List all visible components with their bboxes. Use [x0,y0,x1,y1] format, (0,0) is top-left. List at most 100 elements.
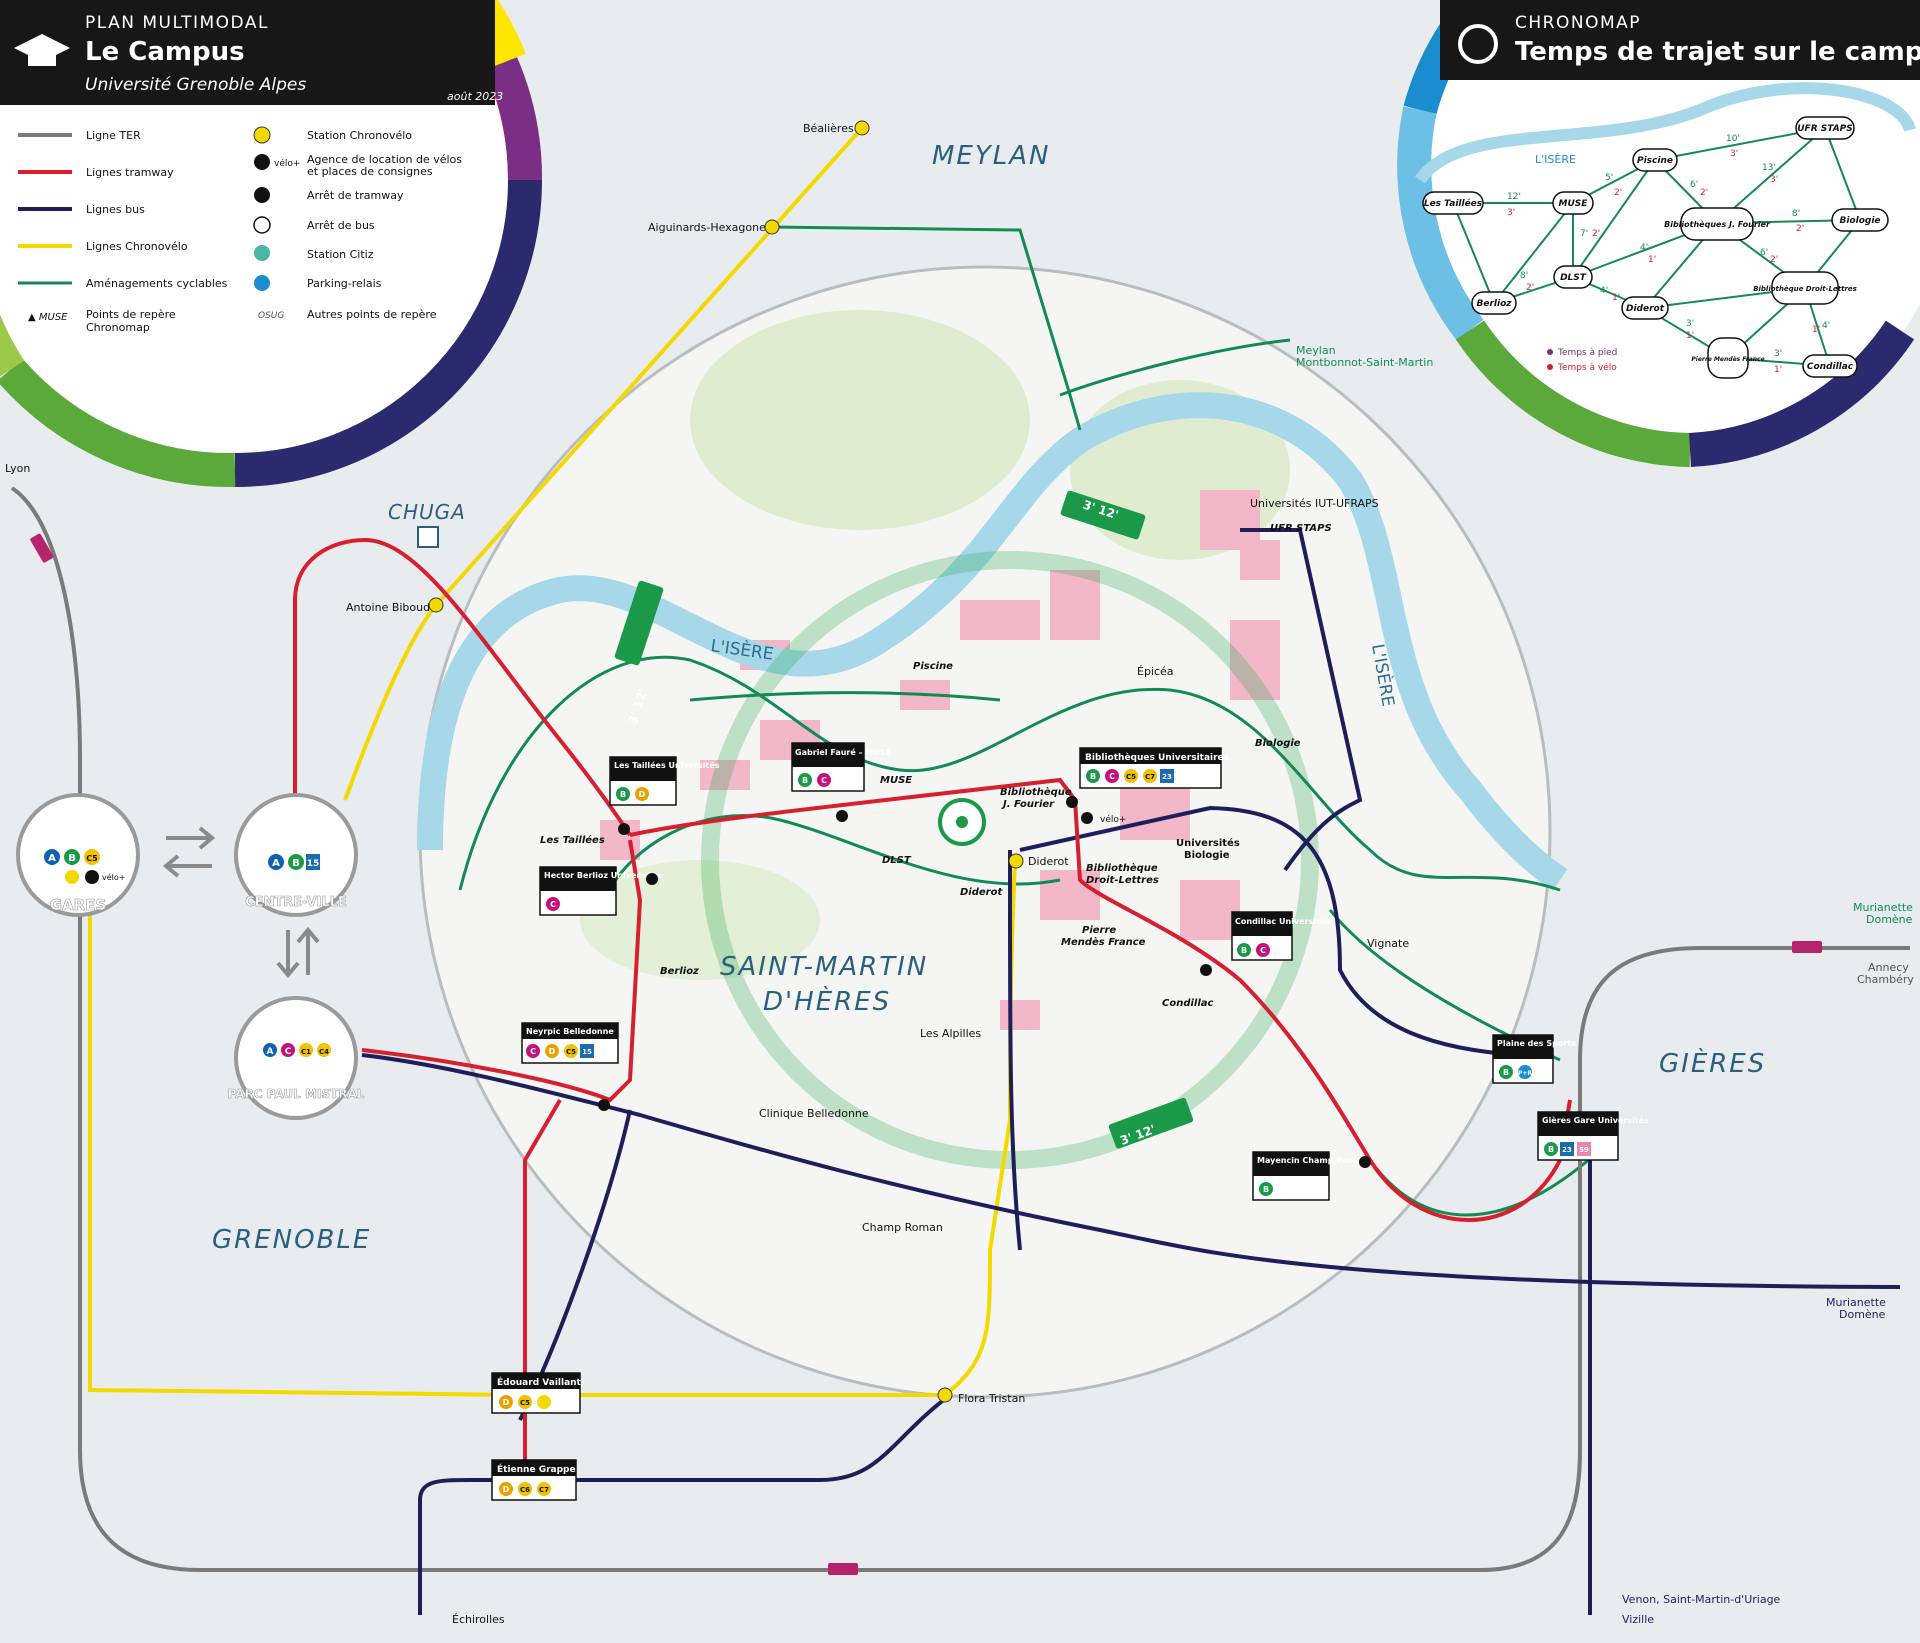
lm-lestaillees: Les Taillées [540,834,605,846]
stop-box-gieresgare[interactable] [1537,1111,1619,1161]
stop-edouard-d: D [503,1398,510,1407]
stopwatch-icon [1458,24,1498,64]
cm-bibliojf: Bibliothèques J. Fourier [1664,219,1771,229]
svg-text:6': 6' [1760,248,1768,258]
legend-cycle: Aménagements cyclables [86,277,228,290]
stop-box-etienne[interactable] [491,1459,577,1501]
lm-muse: MUSE [880,775,912,786]
stop-box-hector[interactable] [539,866,617,916]
stop-plaine-b: B [1503,1068,1509,1077]
svg-text:10': 10' [1726,134,1740,144]
label-annecy: Annecy [1868,961,1909,974]
legend-citiz: Station Citiz [307,248,374,261]
region-destinations: Meylan Montbonnot-Saint-Martin Murianett… [1296,344,1913,926]
stop-etienne-label: Étienne Grappe [497,1463,576,1475]
label-alpilles: Les Alpilles [920,1027,981,1040]
cm-dlst: DLST [1560,273,1587,283]
label-epicea: Épicéa [1137,665,1174,678]
svg-text:1': 1' [1612,293,1620,303]
svg-text:5': 5' [1605,173,1613,183]
bus-lines [361,528,1901,1615]
landmarks: UFR STAPS Piscine Biologie MUSE DLST Les… [540,523,1332,1009]
place-labels: Béalières Aiguinards-Hexagone Antoine Bi… [5,122,1409,1626]
stop-box-condillac[interactable] [1231,911,1293,961]
bus-destinations: Murianette Domène Venon, Saint-Martin-d'… [1622,1296,1886,1626]
stop-neyrpic-c: C [530,1047,536,1056]
hub-parc-line-c1: C1 [301,1048,311,1056]
header-title: Le Campus [85,37,245,67]
cm-pmf: Pierre Mendès France [1691,356,1764,363]
bike-rental-icon [254,154,270,170]
town-smh-2: D'HÈRES [763,985,891,1017]
lm-biologie: Biologie [1255,738,1301,749]
stop-mayencin-b: B [1263,1185,1269,1194]
legend-chrono-station: Station Chronovélo [307,129,412,142]
label-clinique: Clinique Belledonne [759,1107,869,1120]
town-smh-1: SAINT-MARTIN [720,952,928,982]
stop-biblio-b: B [1090,772,1096,781]
lm-diderot: Diderot [960,887,1003,898]
stop-box-gabriel[interactable] [791,742,865,792]
label-aiguinards: Aiguinards-Hexagone [648,221,766,234]
hub-cv-line-a: A [272,858,280,869]
stop-edouard-label: Édouard Vaillant [497,1376,582,1388]
stop-gieresgare-23: 23 [1562,1146,1572,1154]
stop-hector-c: C [550,900,556,909]
place-centrale [938,798,986,846]
cm-bibliodl: Bibliothèque Droit-Lettres [1753,285,1857,293]
hub-gares[interactable] [16,793,140,917]
citiz-station-icon [254,245,270,261]
stop-box-edouard[interactable] [491,1372,581,1414]
svg-text:2': 2' [1526,283,1534,293]
stop-box-neyrpic[interactable] [521,1022,619,1064]
label-echirolles: Échirolles [452,1613,505,1626]
region-destinations-grey: Annecy Chambéry [1857,961,1914,986]
label-vignate: Vignate [1367,937,1409,950]
stop-gieresgare-59: 59 [1579,1146,1589,1154]
campus-buildings [600,490,1280,1030]
lm-pmf-2: Mendès France [1061,936,1146,948]
stop-box-biblio[interactable] [1079,747,1222,789]
svg-text:2': 2' [1796,224,1804,234]
stop-lestaillees-label: Les Taillées Universités [614,760,720,770]
lm-univbio-2: Biologie [1184,850,1230,861]
stop-plaine-label: Plaine des Sports [1497,1039,1576,1048]
stop-box-plaine[interactable] [1492,1034,1554,1084]
hub-gares-line-b: B [68,853,76,864]
svg-text:4': 4' [1640,243,1648,253]
hub-centreville-label: CENTRE-VILLE [245,895,347,910]
svg-text:8': 8' [1520,271,1528,281]
stop-box-lestaillees[interactable] [609,756,677,806]
hub-parc-line-c4: C4 [319,1048,329,1056]
legend-osug-tag: OSUG [258,311,284,321]
grad-cap-icon [14,34,70,66]
svg-text:1': 1' [1774,365,1782,375]
stop-etienne-c6: C6 [520,1486,530,1494]
lm-bibliojf-1: Bibliothèque [1000,786,1072,798]
svg-text:3': 3' [1774,349,1782,359]
cm-lestaillees: Les Taillées [1424,198,1483,209]
hub-centreville[interactable] [234,793,358,917]
hub-gares-line-c5: C5 [86,854,98,863]
bus-stop-icon [253,216,271,234]
chrono-badges [614,490,1194,1149]
stop-gieresgare-label: Gières Gare Universités [1542,1115,1649,1125]
svg-text:2': 2' [1700,188,1708,198]
tram-stop-icon [254,187,270,203]
stop-condillac-b: B [1241,946,1247,955]
hub-parc[interactable] [234,996,358,1120]
stop-biblio-23: 23 [1162,773,1172,781]
chronomap-river: L'ISÈRE [1535,153,1576,166]
stop-biblio-c: C [1109,772,1115,781]
stop-lestaillees-b: B [620,790,626,799]
hub-cv-line-15: 15 [307,859,320,869]
svg-text:1': 1' [1686,331,1694,341]
svg-text:7': 7' [1580,229,1588,239]
town-grenoble: GRENOBLE [212,1225,371,1255]
legend-bus: Lignes bus [86,203,145,216]
stop-box-mayencin[interactable] [1252,1151,1330,1201]
hub-gares-line-a: A [48,853,56,864]
label-montbonnot-dest: Montbonnot-Saint-Martin [1296,356,1433,369]
label-domene-dest: Domène [1866,913,1913,926]
cm-legend-bike: Temps à vélo [1557,362,1617,373]
